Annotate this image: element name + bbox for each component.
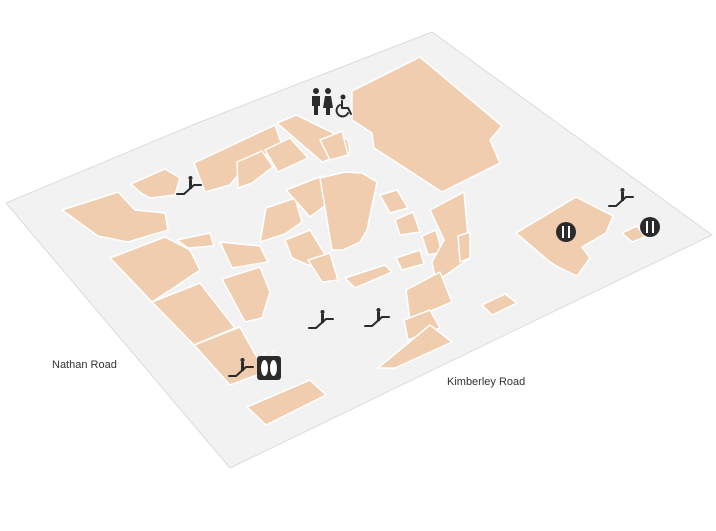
shop-unit[interactable] bbox=[246, 379, 327, 426]
street-label-kimberley-road: Kimberley Road bbox=[447, 376, 525, 388]
shop-unit[interactable] bbox=[307, 252, 339, 283]
escalator-icon[interactable] bbox=[608, 188, 634, 207]
dining-icon[interactable] bbox=[556, 222, 576, 242]
shop-unit[interactable] bbox=[377, 324, 453, 369]
shop-unit[interactable] bbox=[61, 191, 169, 243]
shop-unit[interactable] bbox=[481, 293, 518, 316]
street-label-nathan-road: Nathan Road bbox=[52, 359, 117, 371]
accessible-toilet-icon[interactable] bbox=[335, 94, 352, 118]
escalator-icon[interactable] bbox=[228, 358, 254, 377]
shop-unit[interactable] bbox=[395, 249, 425, 271]
shop-unit[interactable] bbox=[236, 150, 274, 189]
shop-unit[interactable] bbox=[221, 266, 271, 323]
escalator-icon[interactable] bbox=[308, 310, 334, 329]
shop-unit[interactable] bbox=[621, 225, 646, 243]
escalator-icon[interactable] bbox=[364, 308, 390, 327]
shop-unit[interactable] bbox=[319, 171, 378, 251]
shop-unit[interactable] bbox=[344, 264, 393, 289]
shop-unit[interactable] bbox=[130, 168, 181, 199]
shop-unit[interactable] bbox=[264, 137, 309, 173]
shop-unit[interactable] bbox=[176, 232, 215, 249]
escalator-icon[interactable] bbox=[176, 176, 202, 195]
shop-unit[interactable] bbox=[259, 197, 303, 243]
male-toilet-icon[interactable] bbox=[312, 88, 320, 115]
lift-icon[interactable] bbox=[257, 351, 281, 380]
floor-slab bbox=[5, 31, 713, 469]
shop-unit[interactable] bbox=[405, 271, 453, 321]
anchor-store[interactable] bbox=[351, 56, 503, 193]
dining-icon[interactable] bbox=[640, 217, 660, 237]
shop-unit[interactable] bbox=[219, 241, 269, 269]
shop-unit[interactable] bbox=[319, 130, 349, 161]
shop-unit[interactable] bbox=[379, 189, 409, 214]
shop-unit[interactable] bbox=[394, 211, 421, 236]
shop-unit[interactable] bbox=[151, 282, 236, 346]
shop-unit[interactable] bbox=[457, 231, 471, 263]
shop-unit[interactable] bbox=[403, 309, 441, 341]
female-toilet-icon[interactable] bbox=[323, 88, 333, 115]
